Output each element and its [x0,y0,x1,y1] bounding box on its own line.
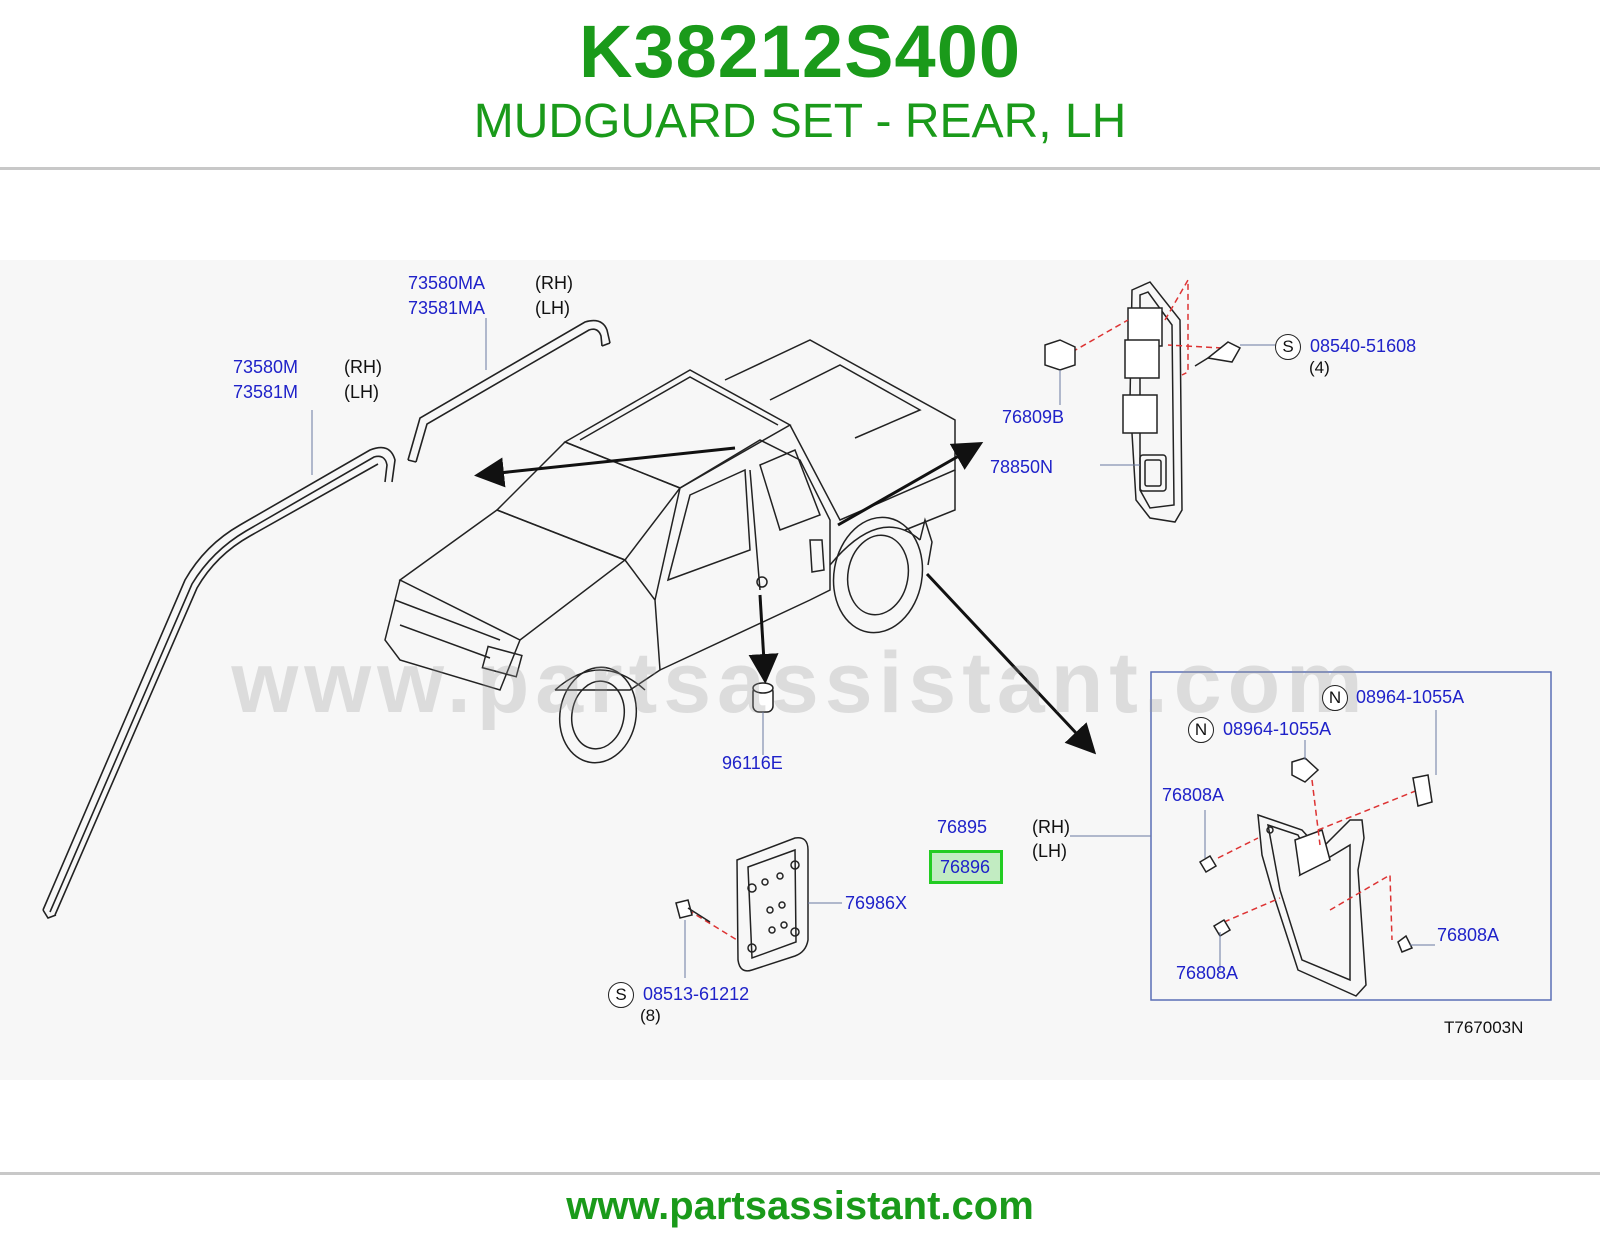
parts-diagram: www.partsassistant.com 73580MA (RH) 7358… [0,170,1600,1170]
label-76809b[interactable]: 76809B [1002,407,1065,427]
label-73581m[interactable]: 73581M [233,382,299,402]
selected-part-highlight [929,850,1003,884]
truck-outline [384,339,956,764]
label-76808a-1[interactable]: 76808A [1162,785,1225,805]
header-divider [0,167,1600,170]
part-number: K38212S400 [578,10,1022,93]
plate-part [675,837,842,978]
side-lh-upper: (LH) [535,298,570,318]
strip-lower-outline [42,446,396,919]
qty-08540-51608: (4) [1309,358,1330,377]
grommet-part [752,682,774,755]
label-73580ma[interactable]: 73580MA [408,273,486,293]
diagram-art [42,277,1552,1001]
side-lh-mudguard: (LH) [1032,841,1067,861]
label-96116e[interactable]: 96116E [722,753,783,773]
symbol-s-bottom: S [608,982,634,1008]
detail-box [1070,671,1552,1001]
strip-leaders [311,318,487,475]
footer-url[interactable]: www.partsassistant.com [566,1184,1034,1228]
side-rh-lower: (RH) [344,357,382,377]
diagram-reference: T767003N [1444,1018,1524,1037]
label-76808a-3[interactable]: 76808A [1176,963,1239,983]
protector-part [1044,277,1275,523]
pointer-arrows [474,442,1097,755]
symbol-s-top: S [1275,334,1301,360]
label-76986x[interactable]: 76986X [845,893,908,913]
label-08964-1055a-2[interactable]: 08964-1055A [1223,719,1332,739]
label-76895[interactable]: 76895 [937,817,988,837]
side-lh-lower: (LH) [344,382,379,402]
label-76896[interactable]: 76896 [940,857,991,877]
symbol-n-1: N [1322,685,1348,711]
label-08540-51608[interactable]: 08540-51608 [1310,336,1417,356]
label-78850n[interactable]: 78850N [990,457,1054,477]
label-73580m[interactable]: 73580M [233,357,299,377]
diagram-background [0,260,1600,1080]
page-header: K38212S400 MUDGUARD SET - REAR, LH [0,0,1600,168]
qty-08513-61212: (8) [640,1006,661,1025]
label-08513-61212[interactable]: 08513-61212 [643,984,750,1004]
side-rh-mudguard: (RH) [1032,817,1070,837]
part-description: MUDGUARD SET - REAR, LH [473,95,1127,148]
label-76808a-2[interactable]: 76808A [1437,925,1500,945]
strip-upper-outline [407,319,611,463]
side-rh-upper: (RH) [535,273,573,293]
mudguard-part [1198,710,1437,997]
symbol-n-2: N [1188,717,1214,743]
label-08964-1055a-1[interactable]: 08964-1055A [1356,687,1465,707]
label-73581ma[interactable]: 73581MA [408,298,486,318]
footer-divider [0,1172,1600,1175]
watermark: www.partsassistant.com [231,635,1369,731]
